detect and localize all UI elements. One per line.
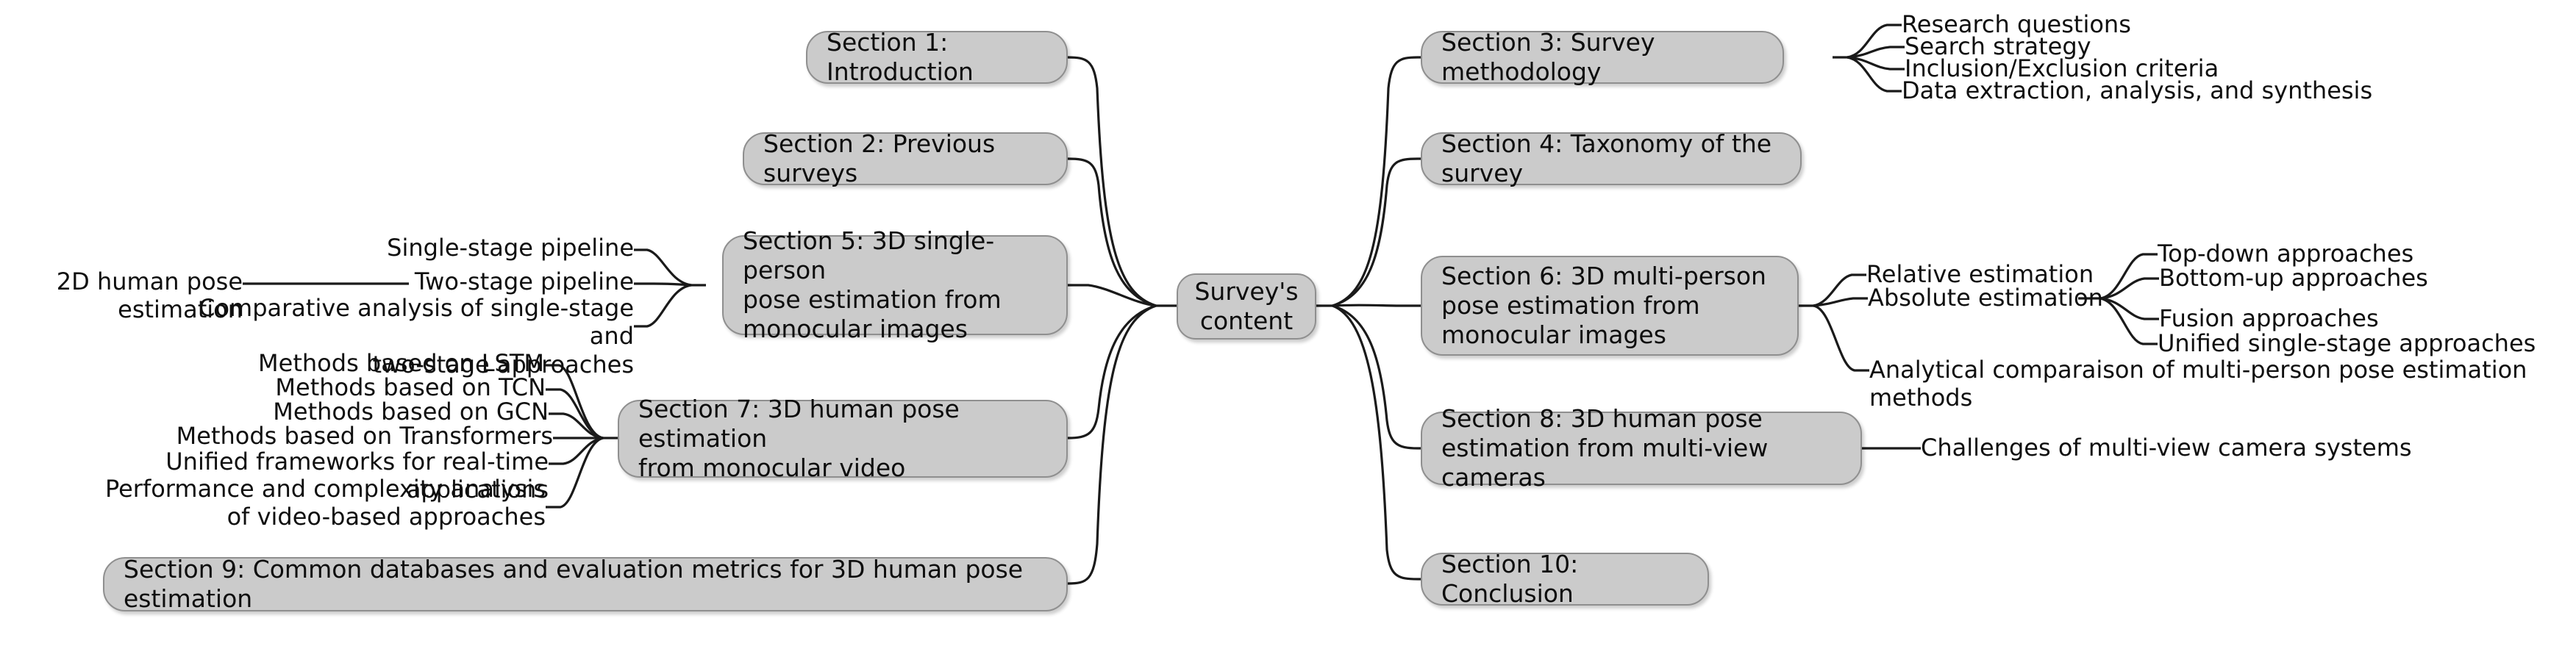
edge-s3-inclusion [1847, 56, 1905, 71]
edge-center-s7 [1065, 304, 1157, 439]
leaf-data-extraction-analysis-synthesis: Data extraction, analysis, and synthesis [1902, 76, 2373, 104]
edge-s7-performance [546, 437, 604, 509]
node-section-5[interactable]: Section 5: 3D single-person pose estimat… [722, 226, 1068, 343]
leaf-absolute-estimation: Absolute estimation [1868, 284, 2103, 312]
edge-s6-relative [1813, 273, 1866, 307]
leaf-methods-tcn: Methods based on TCN [275, 373, 546, 401]
node-center-survey-content[interactable]: Survey's content [1177, 273, 1316, 340]
node-section-4[interactable]: Section 4: Taxonomy of the survey [1421, 129, 1802, 187]
edge-center-s6 [1332, 304, 1421, 307]
leaf-single-stage-pipeline: Single-stage pipeline [387, 234, 634, 262]
leaf-challenges-multiview-cameras: Challenges of multi-view camera systems [1921, 434, 2412, 462]
leaf-methods-transformers: Methods based on Transformers [176, 422, 553, 450]
edge-s6-analytical [1813, 304, 1869, 372]
edge-s3-search [1847, 46, 1905, 59]
edge-center-s1 [1065, 56, 1157, 307]
edge-s5-comparative [634, 284, 692, 328]
edge-s6-absolute [1813, 297, 1868, 307]
edge-s7-unified [549, 437, 604, 465]
leaf-comparative-analysis: Comparative analysis of single-stage and… [199, 294, 634, 378]
leaf-inclusion-exclusion-criteria: Inclusion/Exclusion criteria [1905, 54, 2219, 82]
edge-center-s5 [1068, 284, 1157, 307]
leaf-unified-single-stage-approaches: Unified single-stage approaches [2158, 329, 2536, 357]
leaf-top-down-approaches: Top-down approaches [2158, 240, 2414, 268]
leaf-research-questions: Research questions [1902, 10, 2131, 38]
leaf-two-stage-pipeline: Two-stage pipeline [414, 268, 634, 295]
leaf-methods-lstm: Methods based on LSTM [258, 349, 544, 377]
edge-center-s3 [1332, 56, 1421, 307]
leaf-performance-complexity: Performance and complexity analysis of v… [104, 475, 546, 531]
edge-s7-gcn [549, 412, 604, 439]
node-section-2[interactable]: Section 2: Previous surveys [743, 129, 1068, 187]
leaf-fusion-approaches: Fusion approaches [2159, 304, 2379, 332]
node-section-10[interactable]: Section 10: Conclusion [1421, 550, 1709, 608]
edge-s5-single-stage [634, 248, 692, 287]
edge-center-s2 [1065, 157, 1157, 307]
node-section-7[interactable]: Section 7: 3D human pose estimation from… [618, 395, 1068, 482]
node-section-1[interactable]: Section 1: Introduction [806, 28, 1068, 86]
edge-s7-tcn [546, 388, 604, 439]
leaf-bottom-up-approaches: Bottom-up approaches [2159, 264, 2428, 292]
edge-center-s4 [1332, 157, 1421, 307]
edge-center-s10 [1332, 304, 1421, 581]
leaf-relative-estimation: Relative estimation [1866, 260, 2094, 288]
edge-s5-two-stage [634, 282, 692, 287]
leaf-unified-frameworks-realtime: Unified frameworks for real-time applica… [165, 448, 549, 504]
edge-s3-dataextr [1847, 56, 1902, 93]
node-section-6[interactable]: Section 6: 3D multi-person pose estimati… [1421, 256, 1799, 356]
edge-s3-research [1847, 24, 1902, 59]
leaf-2d-human-pose-estimation: 2D human pose estimation [56, 268, 243, 324]
leaf-methods-gcn: Methods based on GCN [273, 398, 549, 426]
leaf-analytical-comparison: Analytical comparaison of multi-person p… [1869, 356, 2527, 412]
node-section-8[interactable]: Section 8: 3D human pose estimation from… [1421, 404, 1862, 492]
leaf-search-strategy: Search strategy [1905, 32, 2091, 60]
edge-center-s9 [1065, 304, 1157, 585]
node-section-3[interactable]: Section 3: Survey methodology [1421, 28, 1784, 86]
edge-center-s8 [1332, 304, 1421, 450]
node-section-9[interactable]: Section 9: Common databases and evaluati… [103, 555, 1068, 613]
